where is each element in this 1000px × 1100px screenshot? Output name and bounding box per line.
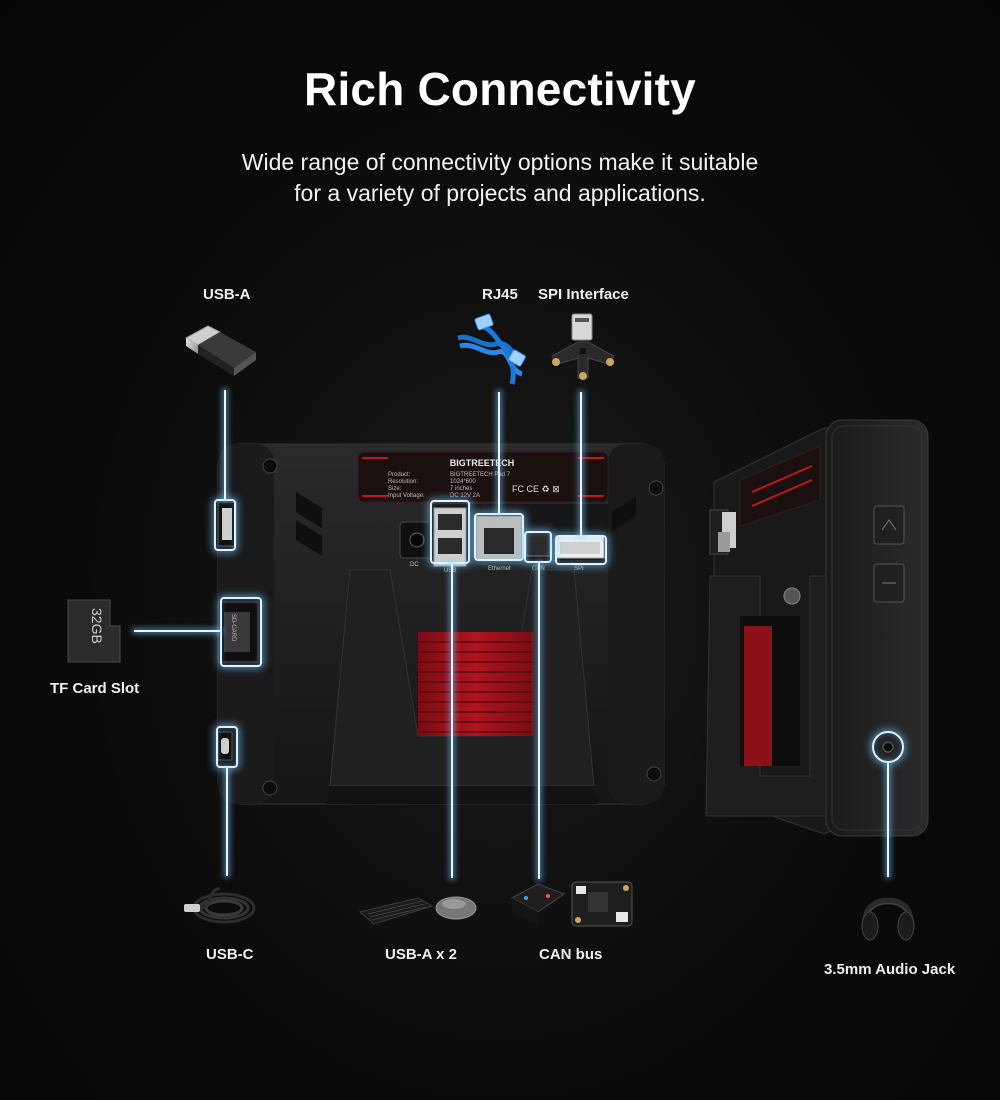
can-port-highlight xyxy=(524,531,552,563)
rj45-connector-line xyxy=(498,392,500,514)
port-label-ethernet: Ethernet xyxy=(488,566,511,572)
port-label-spi: SPI xyxy=(574,566,584,572)
usb-a-connector-line xyxy=(224,390,226,500)
spec-value-0: BIGTREETECH Pad 7 xyxy=(450,472,511,478)
port-label-usb: USB xyxy=(444,568,456,574)
spec-key-0: Product: xyxy=(388,472,411,478)
usb-a-x2-highlight xyxy=(430,500,470,564)
usb-a-x2-connector-line xyxy=(451,564,453,878)
tf-card-slot-highlight xyxy=(220,597,262,667)
spec-value-3: DC 12V 2A xyxy=(450,493,480,499)
label-spi-interface: SPI Interface xyxy=(538,286,629,303)
usb-c-port-highlight xyxy=(216,726,238,768)
label-audio-jack: 3.5mm Audio Jack xyxy=(824,961,956,978)
sd-card-capacity-text: 32GB xyxy=(89,608,105,644)
label-usb-a: USB-A xyxy=(203,286,251,303)
device-brand-text: BIGTREETECH xyxy=(450,458,515,468)
spec-key-2: Size: xyxy=(388,486,402,492)
can-bus-boards-icon xyxy=(510,881,633,927)
spec-key-3: Input Voltage: xyxy=(388,493,425,499)
label-rj45: RJ45 xyxy=(482,286,518,303)
keyboard-mouse-icon xyxy=(358,896,477,925)
page-title: Rich Connectivity xyxy=(304,63,696,115)
audio-jack-connector-line xyxy=(887,763,889,877)
usb-c-cable-icon xyxy=(184,886,256,924)
headphones-icon xyxy=(861,897,915,941)
usb-a-stick-icon xyxy=(184,325,256,376)
subtitle-line-1: Wide range of connectivity options make … xyxy=(241,149,759,175)
spec-key-1: Resolution: xyxy=(388,479,418,485)
label-can-bus: CAN bus xyxy=(539,946,603,963)
sd-card-icon: 32GB xyxy=(67,599,121,663)
tf-card-connector-line xyxy=(134,630,220,632)
page-subtitle: Wide range of connectivity options make … xyxy=(0,147,1000,209)
label-usb-c: USB-C xyxy=(206,946,254,963)
tf-slot-marking: SD-CARD xyxy=(230,614,236,642)
subtitle-line-2: for a variety of projects and applicatio… xyxy=(294,180,706,206)
rj45-port-highlight xyxy=(474,513,524,561)
can-bus-connector-line xyxy=(538,563,540,879)
label-tf-card-slot: TF Card Slot xyxy=(50,680,140,697)
spi-adapter-board-icon xyxy=(551,313,615,380)
port-label-dc: DC xyxy=(410,562,419,568)
device-side-view xyxy=(705,419,929,837)
usb-a-port-highlight xyxy=(214,499,236,551)
audio-jack-highlight xyxy=(872,731,904,763)
spi-port-highlight xyxy=(555,535,607,565)
ethernet-cable-icon xyxy=(457,313,526,385)
spec-value-2: 7 inches xyxy=(450,486,472,492)
spec-value-1: 1024*600 xyxy=(450,479,476,485)
spi-connector-line xyxy=(580,392,582,536)
device-back-view: BIGTREETECH Product: Resolution: Size: I… xyxy=(217,443,665,805)
label-usb-a-x2: USB-A x 2 xyxy=(385,946,457,963)
usb-c-connector-line xyxy=(226,768,228,876)
certification-marks: FC CE ♻ ⊠ xyxy=(512,484,560,494)
